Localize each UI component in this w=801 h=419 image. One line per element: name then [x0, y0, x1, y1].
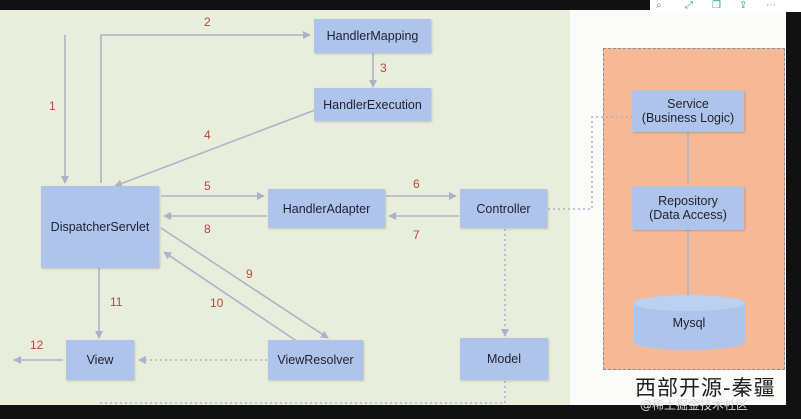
more-icon[interactable]: ⋯	[766, 0, 776, 11]
share-icon[interactable]: ⇪	[739, 0, 748, 11]
site-credit: @稀土掘金技术社区	[640, 398, 749, 412]
copy-icon[interactable]: ❐	[712, 0, 721, 11]
step-6: 6	[413, 177, 420, 191]
arrow-10	[163, 251, 299, 343]
step-1: 1	[49, 99, 56, 113]
line-controller-service	[548, 116, 632, 210]
expand-icon[interactable]: ⤢	[685, 0, 693, 11]
handler-adapter-node: HandlerAdapter	[268, 189, 385, 228]
arrow-2	[100, 31, 311, 183]
handler-execution-node: HandlerExecution	[314, 88, 431, 121]
author-watermark: 西部开源-秦疆	[635, 376, 776, 400]
arrow-9	[160, 227, 329, 339]
controller-node: Controller	[460, 189, 547, 228]
view-resolver-node: ViewResolver	[268, 340, 363, 380]
model-node: Model	[460, 338, 548, 380]
step-7: 7	[413, 228, 420, 242]
dispatcher-servlet-node: DispatcherServlet	[41, 186, 159, 268]
viewer-toolbar: ⌕ ⤢ ❐ ⇪ ⋯	[650, 0, 801, 12]
mysql-label: Mysql	[672, 316, 706, 330]
step-3: 3	[380, 61, 387, 75]
step-10: 10	[210, 296, 224, 310]
step-4: 4	[204, 128, 211, 142]
step-5: 5	[204, 179, 211, 193]
arrow-4	[114, 109, 316, 188]
handler-mapping-node: HandlerMapping	[314, 19, 431, 53]
repository-node: Repository (Data Access)	[632, 186, 744, 230]
step-2: 2	[204, 15, 211, 29]
step-9: 9	[246, 267, 253, 281]
zoom-icon[interactable]: ⌕	[656, 0, 662, 11]
service-node: Service (Business Logic)	[632, 90, 744, 132]
mysql-cylinder	[633, 295, 745, 350]
step-11: 11	[110, 295, 123, 309]
step-12: 12	[30, 338, 44, 352]
view-node: View	[66, 340, 134, 380]
step-8: 8	[204, 222, 211, 236]
